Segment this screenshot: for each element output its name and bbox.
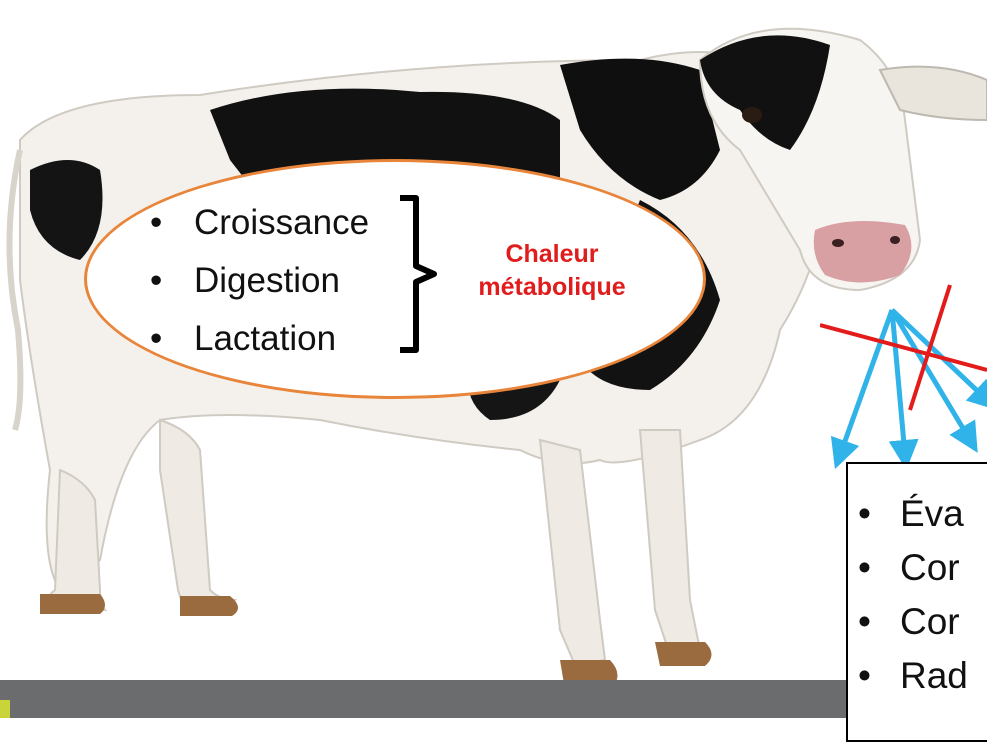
list-item-croissance: Croissance: [150, 194, 369, 252]
bracket-icon: [396, 192, 440, 356]
metabolic-heat-label: Chaleur métabolique: [455, 238, 649, 304]
arrow-icons: [820, 280, 987, 470]
cow-eye: [742, 107, 762, 123]
cow-hoof: [40, 594, 105, 614]
cow-leg: [640, 430, 700, 655]
cow-leg: [160, 420, 235, 612]
list-item-convection: Cor: [858, 595, 968, 649]
cow-leg: [540, 440, 605, 665]
list-item-digestion: Digestion: [150, 252, 369, 310]
cross-icon: [820, 285, 987, 410]
corner-accent: [0, 700, 10, 718]
cow-tail: [9, 150, 20, 430]
list-item-radiation: Rad: [858, 649, 968, 703]
metabolic-list: Croissance Digestion Lactation: [150, 194, 369, 368]
list-item-lactation: Lactation: [150, 310, 369, 368]
cow-hoof: [180, 596, 238, 616]
list-item-conduction: Cor: [858, 541, 968, 595]
heat-label-line1: Chaleur: [455, 238, 649, 271]
heat-label-line2: métabolique: [455, 271, 649, 304]
heat-loss-list: Éva Cor Cor Rad: [858, 487, 968, 703]
list-item-evaporation: Éva: [858, 487, 968, 541]
cow-hoof: [655, 642, 712, 666]
cow-muzzle: [814, 221, 912, 283]
bottom-bar: [0, 680, 987, 718]
